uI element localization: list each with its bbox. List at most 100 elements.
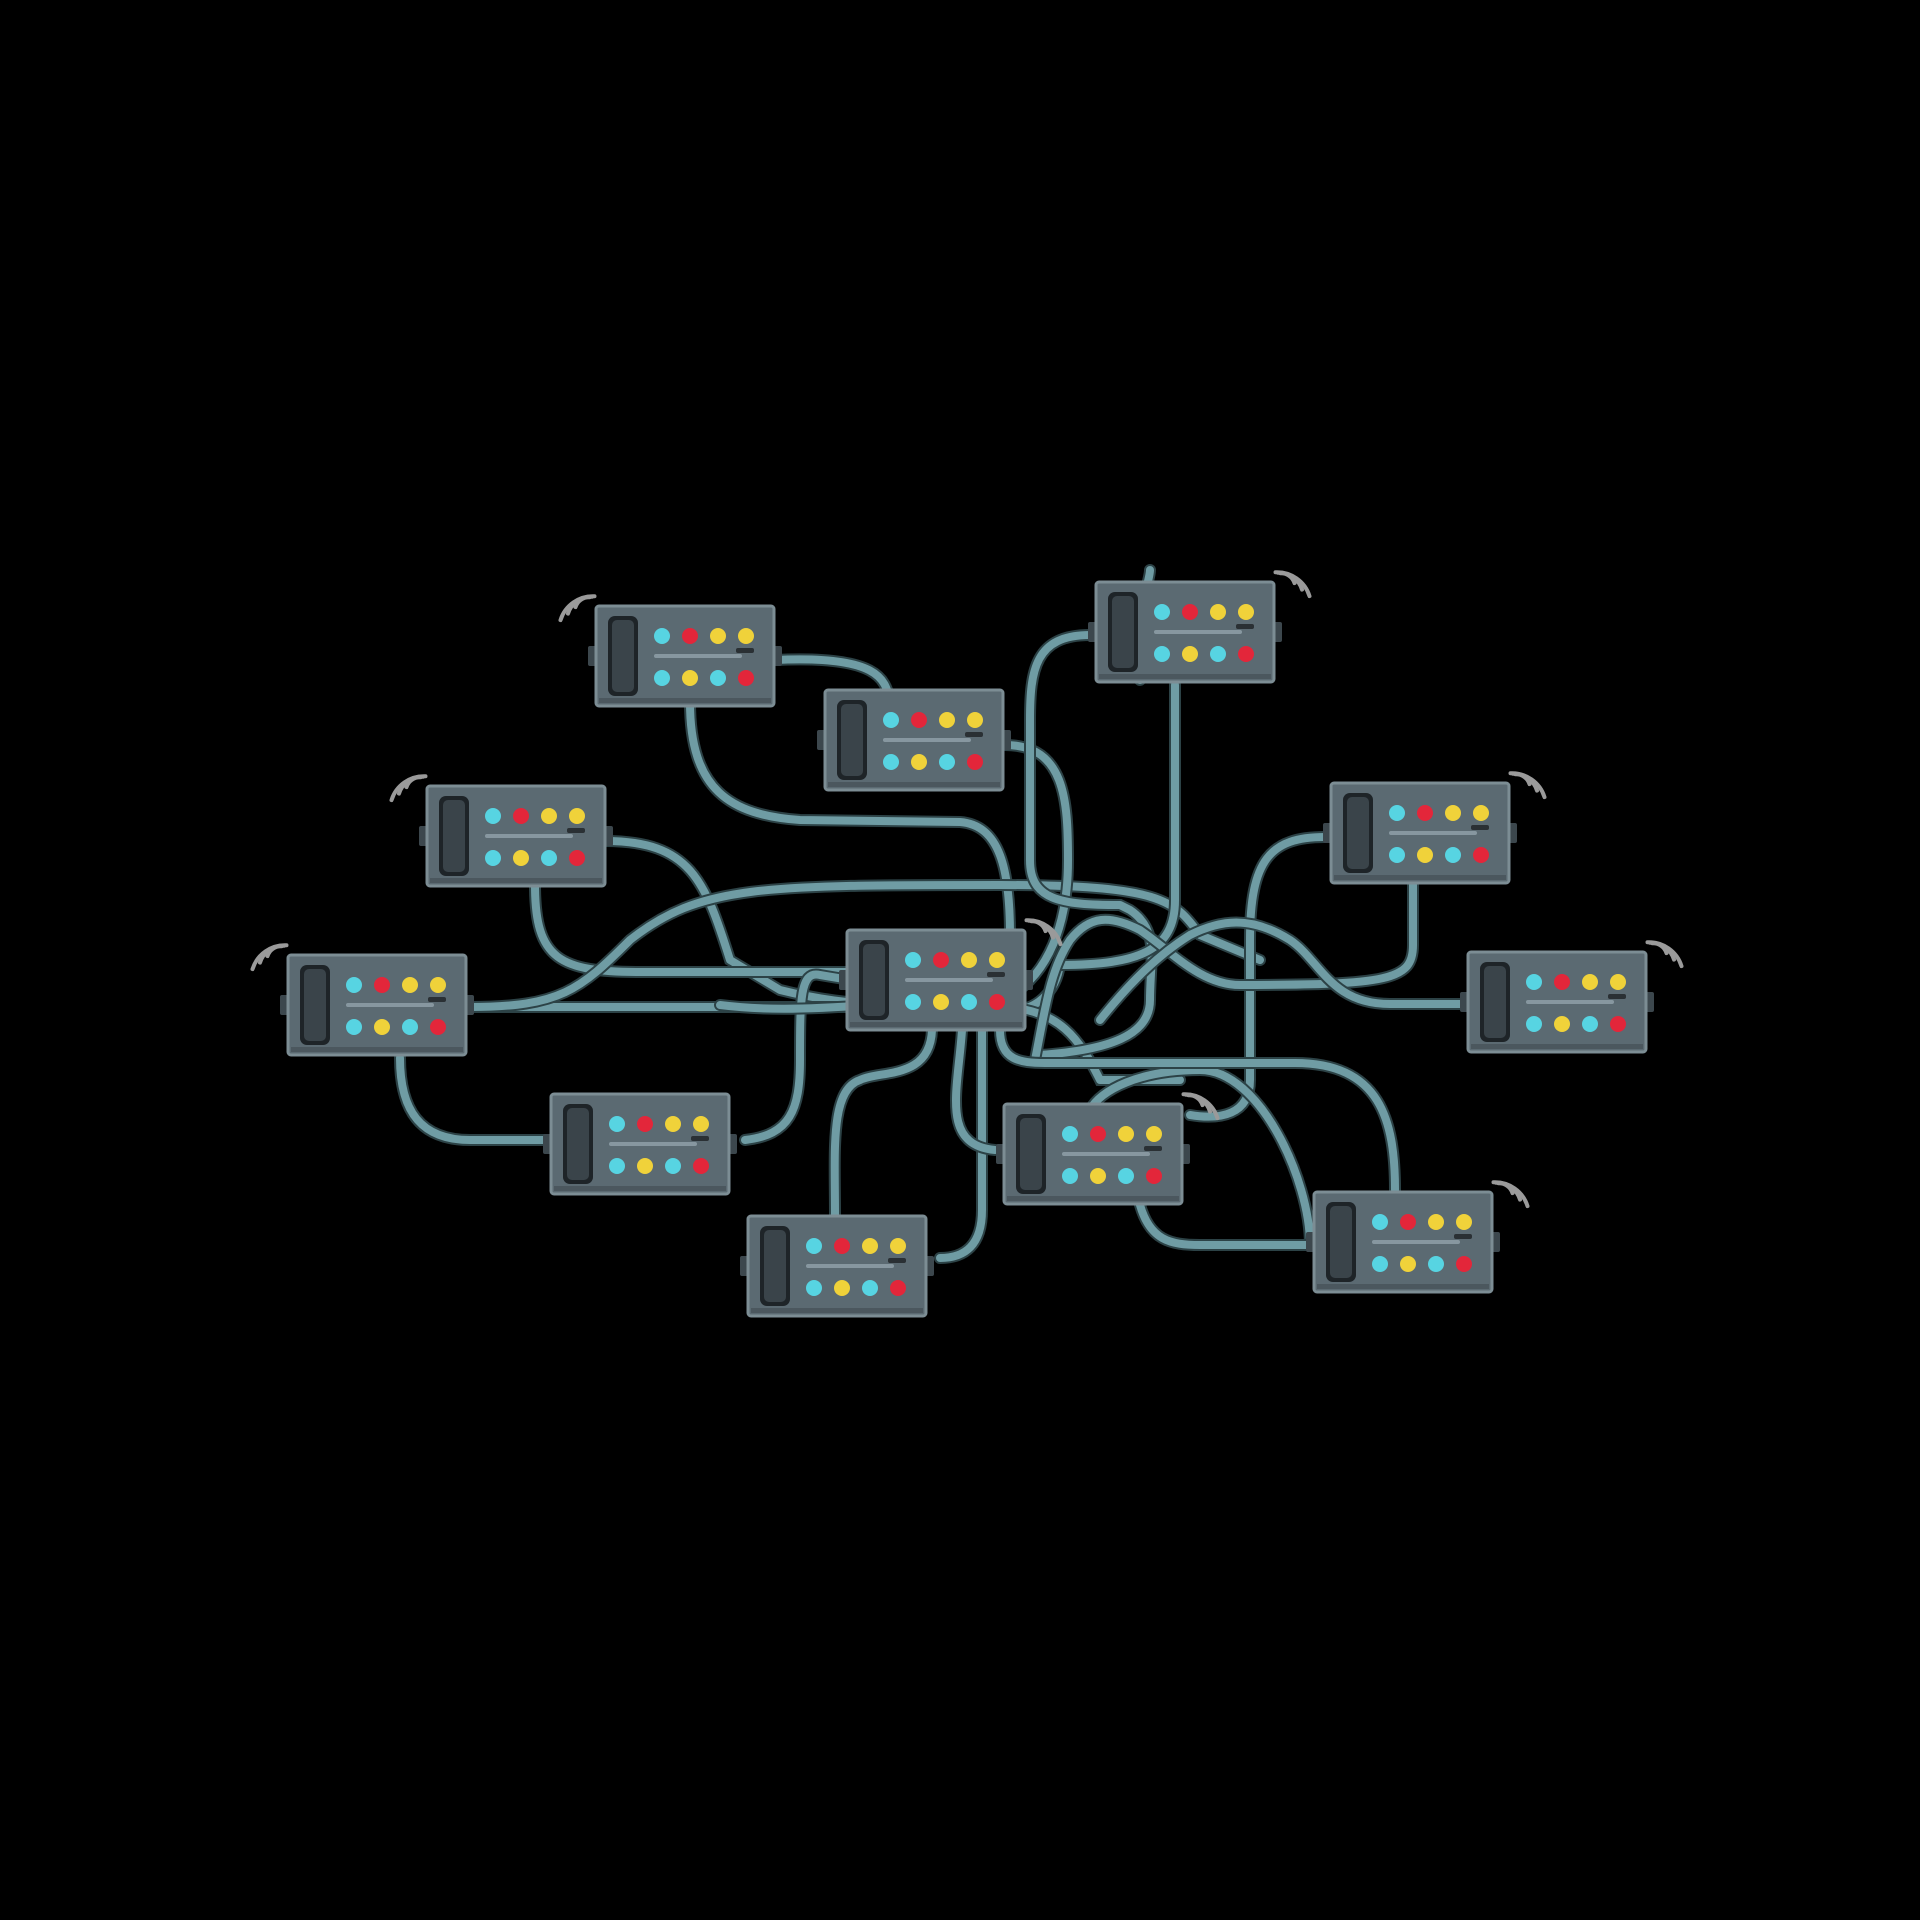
led-cyan <box>1154 646 1170 662</box>
led-cyan <box>485 808 501 824</box>
led-yellow <box>890 1238 906 1254</box>
cable <box>1031 881 1417 1064</box>
wifi-signal-icon <box>1024 918 1063 947</box>
device-base-edge <box>1334 875 1506 880</box>
display-slot <box>1526 1000 1614 1004</box>
led-cyan <box>402 1019 418 1035</box>
led-yellow <box>961 952 977 968</box>
indicator-mark <box>1144 1146 1162 1151</box>
led-yellow <box>374 1019 390 1035</box>
led-yellow <box>1445 805 1461 821</box>
led-cyan <box>961 994 977 1010</box>
led-red <box>682 628 698 644</box>
led-cyan <box>883 754 899 770</box>
wifi-arc <box>250 943 289 972</box>
led-yellow <box>513 850 529 866</box>
led-cyan <box>1445 847 1461 863</box>
display-slot <box>905 978 993 982</box>
wifi-signal-icon <box>558 594 597 623</box>
display-slot <box>1062 1152 1150 1156</box>
display-slot <box>654 654 742 658</box>
led-yellow <box>402 977 418 993</box>
device-d4 <box>389 774 613 888</box>
wifi-signal-icon <box>1508 771 1547 800</box>
device-d12 <box>1306 1180 1530 1294</box>
device-d11 <box>740 1214 934 1318</box>
wifi-arc <box>1024 918 1063 947</box>
led-cyan <box>1118 1168 1134 1184</box>
led-yellow <box>1473 805 1489 821</box>
indicator-mark <box>987 972 1005 977</box>
cable <box>1096 918 1467 1024</box>
cable <box>1056 681 1179 969</box>
handset-icon <box>1347 797 1369 869</box>
led-yellow <box>1238 604 1254 620</box>
handset-icon <box>304 969 326 1041</box>
led-yellow <box>1456 1214 1472 1230</box>
led-yellow <box>1090 1168 1106 1184</box>
led-cyan <box>346 1019 362 1035</box>
led-yellow <box>569 808 585 824</box>
handset-icon <box>863 944 885 1016</box>
led-cyan <box>806 1238 822 1254</box>
display-slot <box>485 834 573 838</box>
indicator-mark <box>567 828 585 833</box>
led-red <box>738 670 754 686</box>
indicator-mark <box>691 1136 709 1141</box>
handset-icon <box>567 1108 589 1180</box>
led-yellow <box>665 1116 681 1132</box>
led-red <box>1554 974 1570 990</box>
led-cyan <box>905 952 921 968</box>
device-d2 <box>817 688 1011 792</box>
handset-icon <box>1112 596 1134 668</box>
led-red <box>1090 1126 1106 1142</box>
led-cyan <box>905 994 921 1010</box>
cable <box>830 1026 936 1219</box>
device-d5 <box>1323 771 1547 885</box>
led-cyan <box>806 1280 822 1296</box>
device-base-edge <box>850 1022 1022 1027</box>
led-cyan <box>1526 1016 1542 1032</box>
led-cyan <box>939 754 955 770</box>
led-red <box>911 712 927 728</box>
led-yellow <box>430 977 446 993</box>
indicator-mark <box>736 648 754 653</box>
display-slot <box>609 1142 697 1146</box>
display-slot <box>1372 1240 1460 1244</box>
led-yellow <box>682 670 698 686</box>
device-d3 <box>1088 570 1312 684</box>
led-cyan <box>1428 1256 1444 1272</box>
wifi-signal-icon <box>1645 940 1684 969</box>
wifi-arc <box>558 594 597 623</box>
display-slot <box>1389 831 1477 835</box>
cable <box>951 1026 999 1154</box>
device-base-edge <box>599 698 771 703</box>
handset-icon <box>1330 1206 1352 1278</box>
led-yellow <box>933 994 949 1010</box>
led-yellow <box>911 754 927 770</box>
led-yellow <box>1118 1126 1134 1142</box>
device-base-edge <box>1007 1196 1179 1201</box>
led-red <box>1146 1168 1162 1184</box>
led-cyan <box>346 977 362 993</box>
led-red <box>569 850 585 866</box>
device-d6 <box>250 943 474 1057</box>
led-cyan <box>710 670 726 686</box>
led-red <box>637 1116 653 1132</box>
led-yellow <box>989 952 1005 968</box>
led-cyan <box>1389 847 1405 863</box>
led-cyan <box>654 670 670 686</box>
led-cyan <box>665 1158 681 1174</box>
device-d9 <box>543 1092 737 1196</box>
led-yellow <box>710 628 726 644</box>
wifi-signal-icon <box>1273 570 1312 599</box>
indicator-mark <box>428 997 446 1002</box>
led-cyan <box>1210 646 1226 662</box>
indicator-mark <box>1471 825 1489 830</box>
device-base-edge <box>751 1308 923 1313</box>
led-yellow <box>1428 1214 1444 1230</box>
led-red <box>1417 805 1433 821</box>
led-cyan <box>1062 1126 1078 1142</box>
wifi-arc <box>1508 771 1547 800</box>
